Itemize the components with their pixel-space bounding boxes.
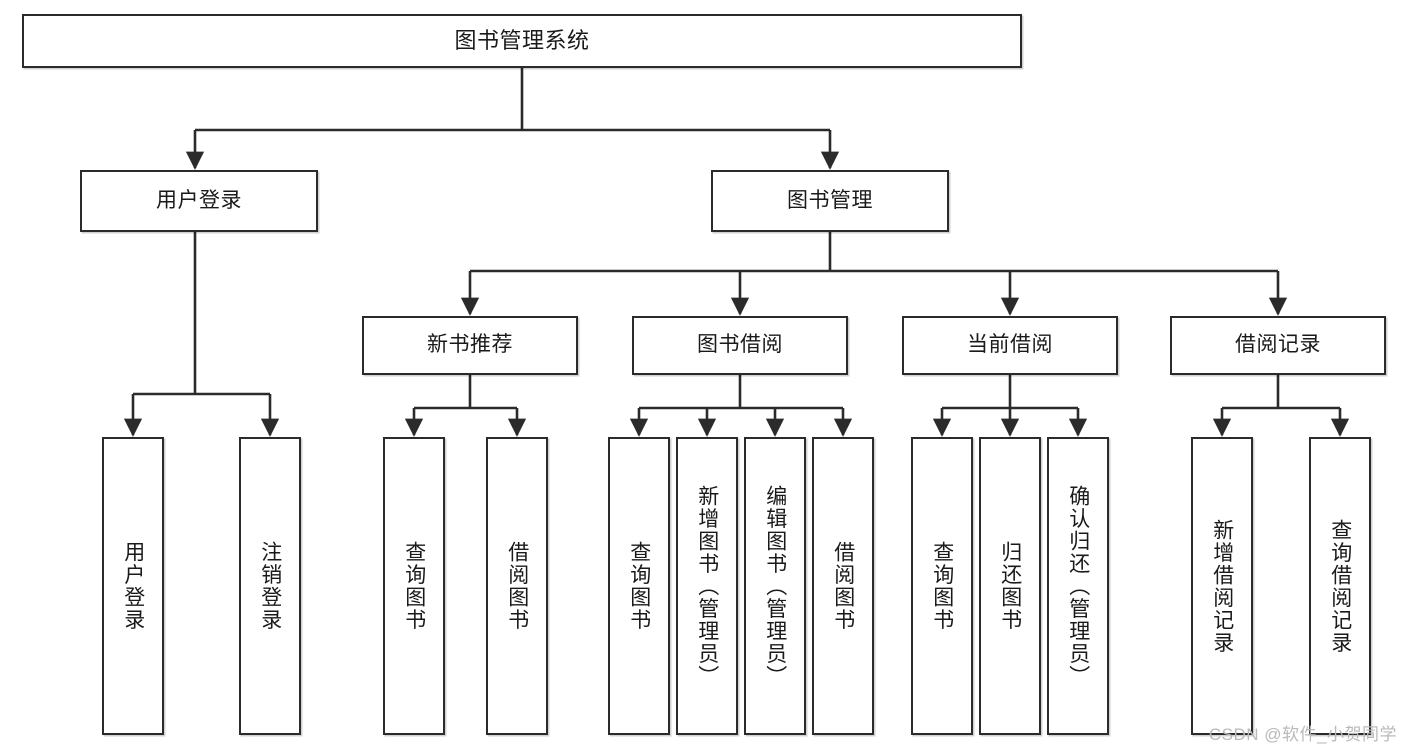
node-label: 新增借阅记录 [1210, 518, 1234, 654]
leaf-user-login[interactable]: 用户登录 [102, 437, 164, 735]
node-borrow-record[interactable]: 借阅记录 [1170, 316, 1386, 375]
node-label: 注销登录 [258, 541, 282, 631]
node-book-manage[interactable]: 图书管理 [711, 170, 949, 232]
node-current-borrow[interactable]: 当前借阅 [902, 316, 1118, 375]
leaf-query-borrow-record[interactable]: 查询借阅记录 [1309, 437, 1371, 735]
leaf-return-book[interactable]: 归还图书 [979, 437, 1041, 735]
node-label: 新书推荐 [427, 333, 513, 357]
leaf-add-borrow-record[interactable]: 新增借阅记录 [1191, 437, 1253, 735]
node-label: 图书管理 [787, 188, 873, 212]
leaf-user-logout[interactable]: 注销登录 [239, 437, 301, 735]
leaf-confirm-return-admin[interactable]: 确认归还（管理员） [1047, 437, 1109, 735]
leaf-query-book-current[interactable]: 查询图书 [911, 437, 973, 735]
node-label: 用户登录 [121, 541, 145, 631]
leaf-add-book-admin[interactable]: 新增图书（管理员） [676, 437, 738, 735]
node-user-login[interactable]: 用户登录 [80, 170, 318, 232]
csdn-watermark: CSDN @软件_小贺同学 [1208, 725, 1397, 744]
node-label: 查询图书 [930, 541, 954, 631]
node-label: 查询借阅记录 [1328, 518, 1352, 654]
node-label: 查询图书 [402, 541, 426, 631]
leaf-query-book-recommend[interactable]: 查询图书 [383, 437, 445, 735]
node-label: 新增图书（管理员） [695, 484, 719, 688]
leaf-borrow-book[interactable]: 借阅图书 [812, 437, 874, 735]
node-label: 借阅图书 [505, 541, 529, 631]
node-book-borrow[interactable]: 图书借阅 [632, 316, 848, 375]
node-label: 查询图书 [627, 541, 651, 631]
node-label: 借阅图书 [831, 541, 855, 631]
node-label: 图书借阅 [697, 333, 783, 357]
node-label: 当前借阅 [967, 333, 1053, 357]
node-label: 借阅记录 [1235, 333, 1321, 357]
node-label: 归还图书 [998, 541, 1022, 631]
node-root-system[interactable]: 图书管理系统 [22, 14, 1022, 68]
node-label: 编辑图书（管理员） [763, 484, 787, 688]
leaf-query-book-borrow[interactable]: 查询图书 [608, 437, 670, 735]
leaf-borrow-book-recommend[interactable]: 借阅图书 [486, 437, 548, 735]
node-new-book-recommend[interactable]: 新书推荐 [362, 316, 578, 375]
leaf-edit-book-admin[interactable]: 编辑图书（管理员） [744, 437, 806, 735]
node-label: 确认归还（管理员） [1066, 484, 1090, 688]
node-label: 图书管理系统 [454, 28, 590, 54]
node-label: 用户登录 [156, 188, 242, 212]
